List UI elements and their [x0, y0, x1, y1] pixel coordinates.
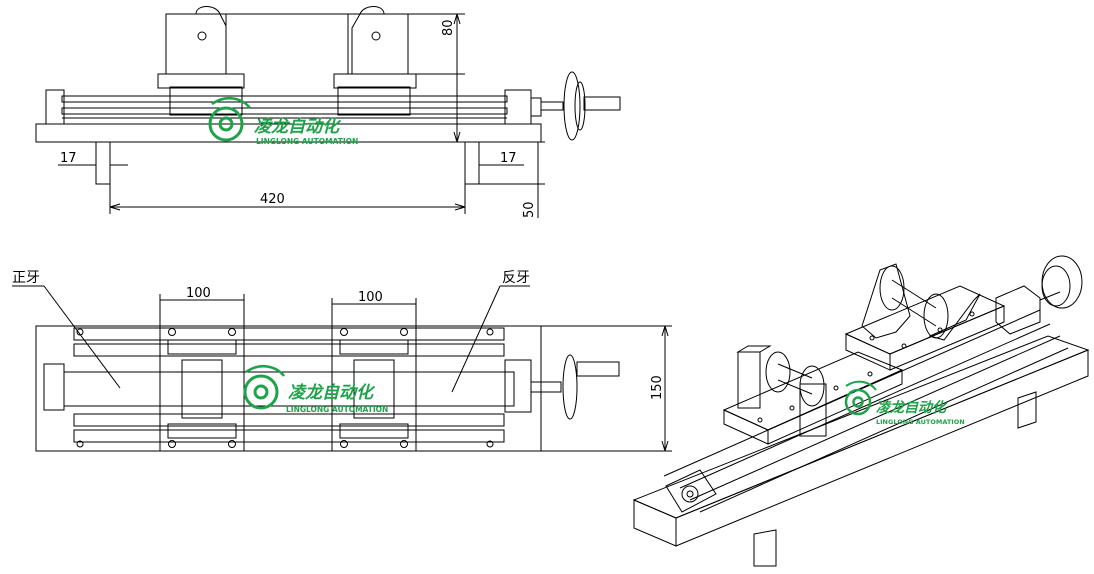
logo-name-en: LINGLONG AUTOMATION: [876, 418, 965, 426]
dim-carriage-right: 100: [358, 290, 383, 305]
label-forward-thread: 正牙: [12, 270, 40, 286]
logo-name-cn: 凌龙自动化: [254, 117, 342, 137]
logo-watermark-top: 凌龙自动化 LINGLONG AUTOMATION: [243, 364, 388, 414]
dim-height-top: 80: [441, 19, 456, 36]
logo-name-cn: 凌龙自动化: [288, 383, 376, 403]
dim-carriage-left: 100: [186, 286, 211, 301]
bolt-holes: [76, 328, 494, 448]
label-reverse-thread: 反牙: [502, 270, 530, 286]
top-view: [12, 285, 672, 452]
logo-watermark-iso: 凌龙自动化 LINGLONG AUTOMATION: [844, 380, 965, 426]
dim-foot-height: 50: [522, 201, 537, 218]
dim-width: 150: [650, 375, 665, 400]
logo-name-en: LINGLONG AUTOMATION: [256, 137, 358, 146]
dim-foot-right: 17: [500, 151, 517, 166]
dim-span: 420: [260, 192, 285, 207]
logo-watermark-front: 凌龙自动化 LINGLONG AUTOMATION: [208, 96, 358, 146]
isometric-view: [632, 255, 1090, 567]
front-view: [35, 6, 621, 218]
logo-name-en: LINGLONG AUTOMATION: [286, 405, 388, 414]
logo-name-cn: 凌龙自动化: [876, 399, 948, 416]
dim-foot-left: 17: [60, 151, 77, 166]
